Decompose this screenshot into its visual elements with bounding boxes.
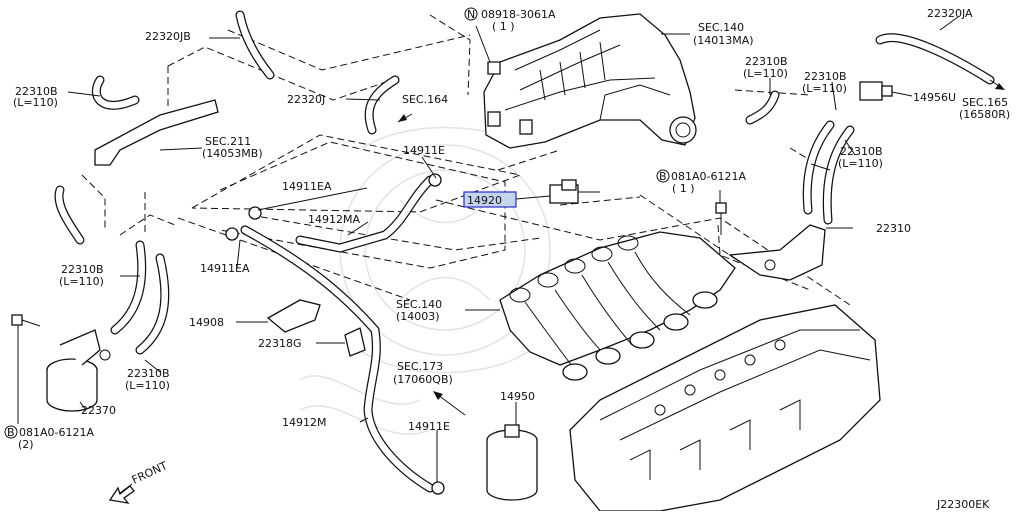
- label-22310B-top-len: (L=110): [743, 67, 788, 80]
- label-14911E-top[interactable]: 14911E: [403, 144, 445, 157]
- label-14911EA-lower[interactable]: 14911EA: [200, 262, 250, 275]
- label-14912M[interactable]: 14912M: [282, 416, 326, 429]
- leader-lines: [17, 16, 959, 482]
- marker-n-label: N: [467, 8, 475, 21]
- valve-14956U: [859, 81, 893, 101]
- label-bolt-left-qty: (2): [18, 438, 34, 451]
- label-14920[interactable]: 14920: [467, 194, 502, 207]
- label-22310B-low-len: (L=110): [125, 379, 170, 392]
- label-14911E-bot[interactable]: 14911E: [408, 420, 450, 433]
- label-22370[interactable]: 22370: [81, 404, 116, 417]
- label-sec173-ref: (17060QB): [393, 373, 453, 386]
- label-bolt-right[interactable]: 081A0-6121A: [671, 170, 746, 183]
- label-14908[interactable]: 14908: [189, 316, 224, 329]
- canister-14950: [486, 424, 538, 501]
- valve-14920: [549, 179, 600, 204]
- label-14950[interactable]: 14950: [500, 390, 535, 403]
- label-22310B-mid[interactable]: 22310B: [61, 263, 104, 276]
- label-bolt-right-qty: ( 1 ): [672, 182, 695, 195]
- label-22310B-r3[interactable]: 22310B: [840, 145, 883, 158]
- label-diagram-code: J22300EK: [936, 498, 990, 511]
- label-22320JB[interactable]: 22320JB: [145, 30, 191, 43]
- label-22318G[interactable]: 22318G: [258, 337, 302, 350]
- marker-b-label-left: B: [7, 426, 15, 439]
- label-nut-qty: ( 1 ): [492, 20, 515, 33]
- direction-arrows: [108, 79, 1005, 504]
- label-front: FRONT: [130, 459, 170, 487]
- canister-22370: [46, 329, 111, 412]
- label-22310B-right-len: (L=110): [802, 82, 847, 95]
- label-14912MA[interactable]: 14912MA: [308, 213, 360, 226]
- label-bolt-left[interactable]: 081A0-6121A: [19, 426, 94, 439]
- marker-b-icon-left: [4, 425, 18, 439]
- circle-markers: N B B: [4, 7, 670, 439]
- marker-n-icon: [464, 7, 478, 21]
- part-labels: 08918-3061A ( 1 ) SEC.140 (14013MA) 2232…: [13, 7, 1010, 511]
- label-sec140-top[interactable]: SEC.140: [698, 21, 744, 34]
- label-14956U[interactable]: 14956U: [913, 91, 956, 104]
- cylinder-head: [569, 304, 881, 512]
- label-sec211-ref: (14053MB): [202, 147, 263, 160]
- watermark-emblem: [299, 126, 551, 435]
- bracket-22310: [728, 224, 826, 281]
- intake-manifold-lower: [499, 231, 736, 381]
- label-22320J[interactable]: 22320J: [287, 93, 325, 106]
- label-22310B-top[interactable]: 22310B: [745, 55, 788, 68]
- label-sec164[interactable]: SEC.164: [402, 93, 448, 106]
- dashed-frames: [81, 14, 851, 306]
- label-14911EA-upper[interactable]: 14911EA: [282, 180, 332, 193]
- label-sec140-mid-ref: (14003): [396, 310, 440, 323]
- label-sec165-ref: (16580R): [959, 108, 1010, 121]
- label-sec140-top-ref: (14013MA): [693, 34, 754, 47]
- intake-manifold-upper: [483, 13, 697, 149]
- label-sec173[interactable]: SEC.173: [397, 360, 443, 373]
- label-22320JA[interactable]: 22320JA: [927, 7, 973, 20]
- highlighted-part-14920[interactable]: 14920: [463, 191, 517, 208]
- label-22310B-mid-len: (L=110): [59, 275, 104, 288]
- label-22310B-right[interactable]: 22310B: [804, 70, 847, 83]
- marker-b-label-right: B: [659, 170, 667, 183]
- label-22310B-low[interactable]: 22310B: [127, 367, 170, 380]
- clips: [225, 61, 501, 495]
- label-sec140-mid[interactable]: SEC.140: [396, 298, 442, 311]
- label-sec165[interactable]: SEC.165: [962, 96, 1008, 109]
- label-22310[interactable]: 22310: [876, 222, 911, 235]
- label-nut-part[interactable]: 08918-3061A: [481, 8, 556, 21]
- hoses: [54, 10, 995, 493]
- label-22310B-left[interactable]: 22310B: [15, 85, 58, 98]
- marker-b-icon-right: [656, 169, 670, 183]
- label-22310B-r3-len: (L=110): [838, 157, 883, 170]
- label-sec211[interactable]: SEC.211: [205, 135, 251, 148]
- bolts: [11, 202, 727, 327]
- label-22310B-left-len: (L=110): [13, 96, 58, 109]
